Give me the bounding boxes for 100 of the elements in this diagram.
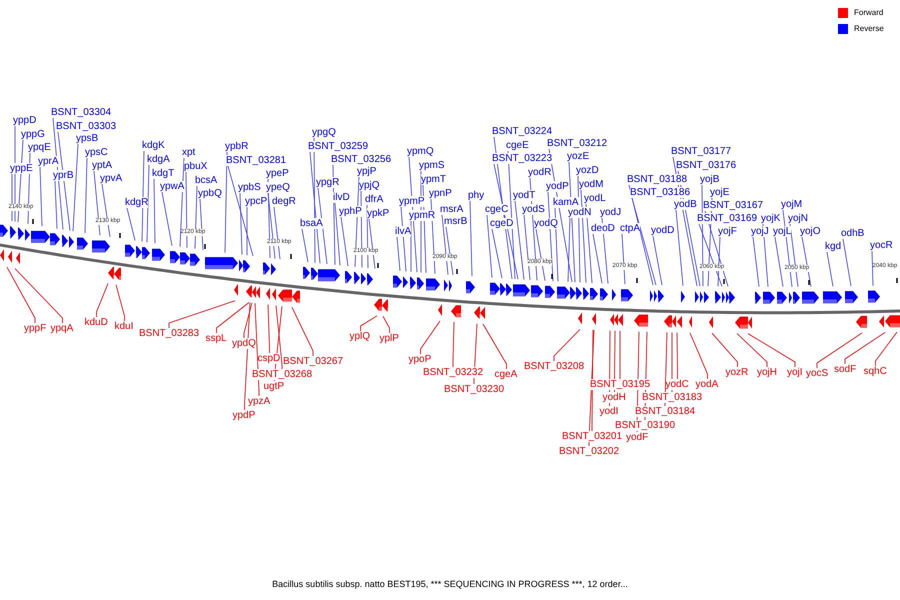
leader-line	[442, 214, 448, 275]
gene-label: yocS	[806, 368, 828, 379]
leader-line	[268, 192, 276, 259]
gene-label: ypzA	[248, 396, 270, 407]
leader-line	[382, 316, 390, 334]
gene-label: yodP	[546, 181, 569, 192]
leader-line	[400, 206, 406, 272]
gene-label: yprA	[38, 156, 59, 167]
gene-label: kamA	[553, 197, 579, 208]
gene-label: cgeD	[490, 218, 514, 229]
leader-line	[774, 236, 784, 288]
leader-line	[482, 324, 507, 370]
leader-line	[548, 192, 554, 282]
gene-label: BSNT_03303	[56, 121, 116, 132]
leader-line	[676, 210, 684, 286]
gene-label: ypgR	[316, 177, 340, 188]
leader-line	[180, 158, 184, 248]
gene-label: cgeC	[485, 204, 508, 215]
gene-label: BSNT_03183	[642, 392, 702, 403]
gene-label: BSNT_03224	[492, 126, 552, 137]
leader-line	[592, 330, 594, 432]
leader-line	[216, 302, 250, 334]
gene-label: ypbR	[225, 141, 248, 152]
leader-line	[554, 208, 558, 282]
gene-label: yodB	[674, 199, 697, 210]
gene-label: yojM	[781, 199, 802, 210]
gene-label: yodF	[626, 432, 648, 443]
leader-line	[366, 204, 368, 268]
leader-line	[186, 172, 188, 248]
gene-label: msrB	[444, 216, 468, 227]
gene-label: odhB	[841, 228, 864, 239]
gene-label: deoD	[591, 223, 615, 234]
leader-line	[568, 162, 576, 283]
gene-label: sspL	[206, 333, 227, 344]
gene-label: ypoP	[408, 354, 432, 365]
gene-label: kdgA	[147, 154, 170, 165]
gene-label: bcsA	[195, 175, 218, 186]
leader-line	[360, 315, 378, 332]
leader-line	[762, 224, 768, 288]
leader-line	[698, 224, 722, 287]
gene-label: yodI	[600, 406, 618, 417]
leader-line	[736, 333, 768, 368]
leader-line	[244, 302, 250, 410]
gene-label: ypmP	[399, 196, 425, 207]
gene-label: ypcP	[245, 196, 268, 207]
gene-label: sqhC	[864, 366, 887, 377]
gene-label: kdgR	[125, 197, 148, 208]
gene-label: ugtP	[264, 381, 284, 392]
gene-label: yppF	[24, 323, 46, 334]
gene-label: cgeA	[494, 369, 518, 380]
leader-line	[554, 329, 580, 362]
gene-label: dfrA	[365, 194, 384, 205]
leader-line	[396, 236, 400, 272]
gene-label: yodD	[651, 225, 674, 236]
gene-label: ypeP	[266, 168, 289, 179]
gene-label: BSNT_03259	[308, 141, 368, 152]
gene-label: ypdP	[232, 410, 256, 421]
gene-label: BSNT_03190	[615, 420, 676, 431]
gene-label: yppE	[10, 163, 33, 174]
leader-line	[84, 158, 88, 234]
gene-label: yozE	[567, 151, 590, 162]
leader-line	[816, 332, 862, 368]
leader-line	[58, 132, 70, 232]
gene-label: BSNT_03212	[547, 138, 608, 149]
gene-label: ypmQ	[407, 146, 434, 157]
gene-label: phy	[468, 190, 484, 201]
leader-line	[224, 152, 228, 253]
gene-label: ypsC	[85, 147, 108, 158]
gene-label: msrA	[440, 204, 464, 215]
leader-line	[568, 218, 570, 282]
leader-line	[240, 192, 242, 255]
gene-label: ypbS	[238, 182, 261, 193]
leader-line	[826, 252, 834, 287]
leader-line	[592, 234, 602, 284]
gene-label: kgd	[825, 241, 842, 252]
gene-label: yojI	[787, 367, 803, 378]
gene-label: yodA	[696, 379, 718, 390]
leader-line	[842, 238, 852, 286]
gene-label: yodH	[602, 392, 626, 403]
gene-label: ypwA	[160, 181, 184, 192]
leader-line	[844, 332, 886, 364]
gene-label: ypmR	[409, 210, 436, 221]
gene-label: BSNT_03256	[331, 154, 392, 165]
leader-line	[712, 332, 738, 368]
gene-label: BSNT_03184	[635, 406, 696, 417]
gene-label: BSNT_03304	[51, 107, 112, 118]
leader-line	[628, 184, 654, 286]
leader-line	[276, 305, 282, 370]
gene-label: yojL	[773, 226, 792, 237]
gene-label: BSNT_03268	[252, 369, 312, 380]
gene-label: degR	[272, 196, 296, 207]
gene-label: yodJ	[600, 207, 622, 218]
gene-label: yplQ	[350, 331, 370, 342]
gene-label: yojN	[788, 213, 808, 224]
gene-label: kduI	[114, 321, 134, 332]
gene-label: BSNT_03195	[590, 379, 650, 390]
leader-line	[94, 170, 100, 236]
gene-label: BSNT_03281	[226, 155, 286, 166]
gene-label: BSNT_03267	[283, 356, 344, 367]
gene-label: ilvA	[395, 226, 412, 237]
